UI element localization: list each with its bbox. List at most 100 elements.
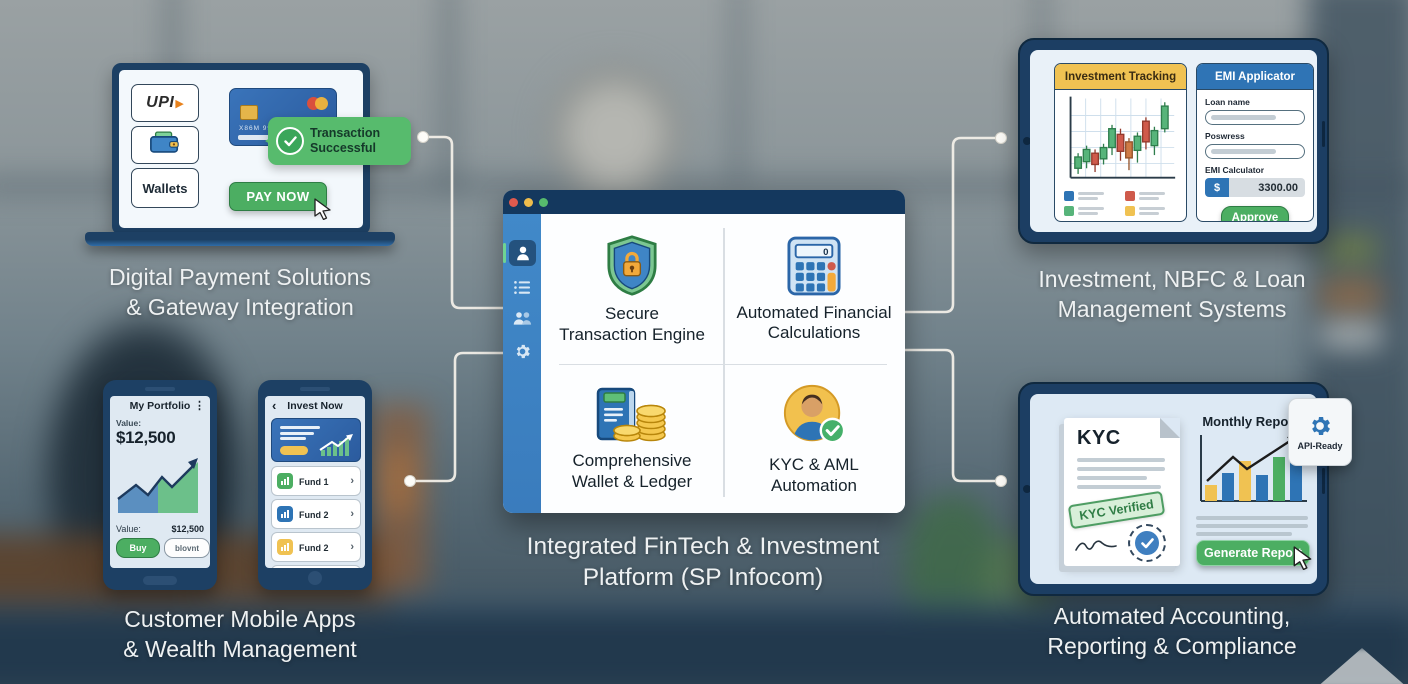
card-brand-icon <box>315 97 328 110</box>
svg-text:0: 0 <box>823 246 828 257</box>
mini-trend-chart <box>319 434 353 456</box>
portfolio-phone: My Portfolio ⋮ Value: $12,500 Value: $12… <box>103 380 217 590</box>
upi-arrow-icon: ▶ <box>175 97 184 110</box>
fund-chart-icon <box>281 543 289 551</box>
kebab-menu-icon[interactable]: ⋮ <box>194 400 205 412</box>
currency-symbol: $ <box>1205 178 1229 197</box>
active-indicator <box>503 243 506 263</box>
legend-item <box>1124 206 1178 216</box>
invest-summary-card <box>271 418 361 462</box>
tablet-side-button <box>1322 468 1325 494</box>
fund-row[interactable]: Fund 2 › <box>271 499 361 529</box>
laptop-screen: UPI▶ Wallets X86M 9985 PAY NOW <box>119 70 363 228</box>
window-title-bar <box>503 190 905 214</box>
fund-row[interactable]: Fund 2 › <box>271 532 361 562</box>
window-sidebar <box>503 214 541 513</box>
tablet-camera <box>1023 137 1031 145</box>
candlestick-chart <box>1069 96 1176 179</box>
portfolio-area-chart <box>114 454 206 525</box>
traffic-light-minimize-button[interactable] <box>524 197 533 207</box>
gear-icon <box>516 344 530 359</box>
ledger-coins-icon <box>596 387 666 442</box>
fund-chart-icon <box>281 510 289 518</box>
caption-payments: Digital Payment Solutions & Gateway Inte… <box>108 264 372 320</box>
invest-phone: ‹ Invest Now Fund 1 › Fund 2 <box>258 380 372 590</box>
monthly-report-title: Monthly Report <box>1202 414 1298 429</box>
legend-item <box>1124 191 1178 201</box>
row-chevron-icon: › <box>350 475 354 487</box>
fund-chart-icon <box>281 477 289 485</box>
generate-report-button[interactable]: Generate Report <box>1196 540 1310 566</box>
quadrant-divider-h <box>559 363 887 365</box>
pay-now-button[interactable]: PAY NOW <box>229 182 327 211</box>
payments-laptop: UPI▶ Wallets X86M 9985 PAY NOW <box>85 60 411 250</box>
approve-button[interactable]: Approve <box>1221 206 1289 221</box>
traffic-light-close-button[interactable] <box>509 197 518 207</box>
emi-applicator-panel: EMI Applicator Loan name Poswress EMI Ca… <box>1196 63 1314 222</box>
shield-lock-icon <box>607 235 657 296</box>
mouse-cursor-icon <box>1292 546 1312 571</box>
card-number: X86M 9985 <box>239 125 282 132</box>
caption-loans: Investment, NBFC & Loan Management Syste… <box>1038 266 1306 322</box>
fund-row[interactable]: Fund 1 › <box>271 466 361 496</box>
portfolio-title: My Portfolio <box>129 400 191 412</box>
buy-button[interactable]: Buy <box>116 538 160 558</box>
portfolio-value-2: $12,500 <box>171 524 204 534</box>
invest-button[interactable]: blovnt <box>164 538 210 558</box>
upi-logo: UPI <box>146 94 175 111</box>
loan-name-input[interactable] <box>1205 110 1305 125</box>
fund-row[interactable]: Fond 4 › <box>271 565 361 568</box>
sidebar-settings-item[interactable] <box>512 342 533 361</box>
upi-option[interactable]: UPI▶ <box>131 84 199 122</box>
avatar-check-icon <box>783 384 846 444</box>
emi-calculator-label: EMI Calculator <box>1205 165 1265 175</box>
legend-item <box>1064 206 1117 216</box>
portfolio-value: $12,500 <box>116 428 176 447</box>
balance-pill <box>280 446 308 455</box>
emi-amount-field[interactable]: $ 3300.00 <box>1205 178 1305 197</box>
success-check-icon <box>276 127 304 155</box>
quadrant-divider-v <box>723 228 725 497</box>
report-tablet: KYC KYC Verified Monthly Report <box>1018 382 1329 596</box>
back-chevron-icon[interactable]: ‹ <box>272 398 277 413</box>
loan-name-label: Loan name <box>1205 97 1250 107</box>
phone-speaker <box>145 387 175 391</box>
legend-item <box>1064 191 1117 201</box>
invest-title: Invest Now <box>287 400 343 412</box>
person-icon <box>516 246 529 261</box>
row-chevron-icon: › <box>350 541 354 553</box>
value-label-2: Value: <box>116 524 141 534</box>
report-text-lines <box>1196 516 1308 540</box>
investment-tracking-header: Investment Tracking <box>1055 64 1186 90</box>
emi-applicator-header: EMI Applicator <box>1197 64 1313 90</box>
calculator-icon: 0 <box>787 236 841 295</box>
card-chip-icon <box>240 105 258 120</box>
phone-home-button <box>308 571 322 585</box>
tablet-camera <box>1023 485 1031 493</box>
kyc-doc-title: KYC <box>1077 427 1121 449</box>
api-ready-badge: API-Ready <box>1288 398 1352 466</box>
wallet-option[interactable] <box>131 126 199 164</box>
traffic-light-maximize-button[interactable] <box>539 197 548 207</box>
sidebar-profile-item[interactable] <box>509 240 536 266</box>
sidebar-users-item[interactable] <box>512 310 533 327</box>
verification-seal-icon <box>1128 524 1166 562</box>
wallets-option[interactable]: Wallets <box>131 168 199 208</box>
phone-speaker <box>300 387 330 391</box>
value-label: Value: <box>116 418 142 428</box>
emi-amount: 3300.00 <box>1229 178 1305 197</box>
password-input[interactable] <box>1205 144 1305 159</box>
sidebar-list-item[interactable] <box>512 280 533 295</box>
api-ready-label: API-Ready <box>1297 441 1343 451</box>
tablet-side-button <box>1322 120 1325 147</box>
mouse-cursor-icon <box>313 198 333 221</box>
laptop-base <box>85 232 395 246</box>
password-label: Poswress <box>1205 131 1245 141</box>
wallets-label: Wallets <box>142 180 188 196</box>
gear-icon <box>1312 416 1330 436</box>
